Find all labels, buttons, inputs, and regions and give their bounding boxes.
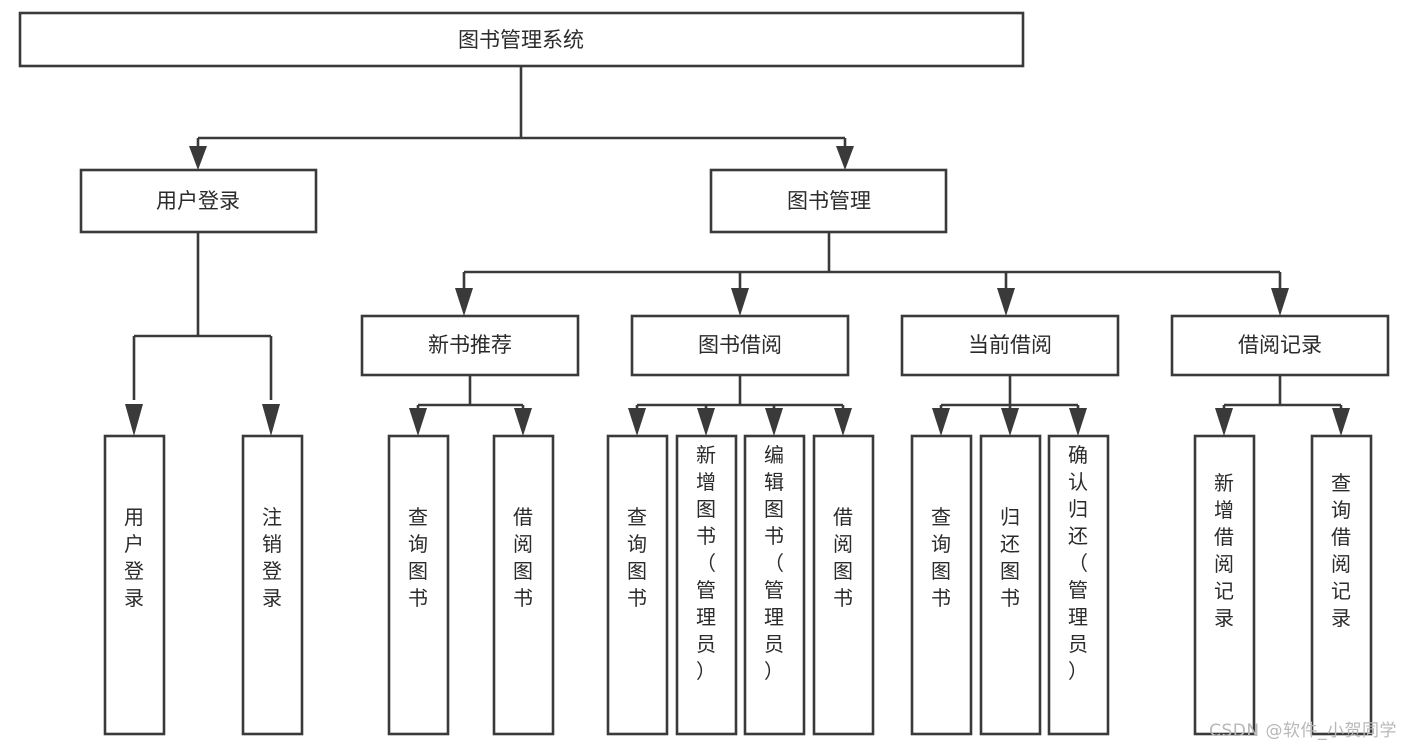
connector-borrowrecord-to-leaves [1215,375,1350,436]
node-book-borrow-label: 图书借阅 [698,333,782,357]
connector-userlogin-to-leaves [125,232,280,436]
node-user-login[interactable]: 用户登录 [79,168,318,234]
node-leaf-return-book-label: 归还图书 [1000,505,1020,610]
node-leaf-borrow-book-1[interactable]: 借阅图书 [492,434,555,736]
node-leaf-query-book-2-label: 查询图书 [627,505,647,610]
node-new-book-recommend[interactable]: 新书推荐 [360,314,580,377]
node-leaf-edit-book-label: 编辑图书（管理员） [764,443,784,683]
node-leaf-add-book[interactable]: 新增图书（管理员） [675,434,738,736]
connector-bookmanage-to-level3 [455,232,1289,316]
node-leaf-add-book-label: 新增图书（管理员） [696,443,716,683]
node-book-manage-label: 图书管理 [787,189,871,213]
node-leaf-borrow-book-2-label: 借阅图书 [833,505,853,610]
node-leaf-return-book[interactable]: 归还图书 [979,434,1042,736]
node-leaf-user-login-label: 用户登录 [124,505,144,610]
node-leaf-query-book-3[interactable]: 查询图书 [910,434,973,736]
node-leaf-query-record-label: 查询借阅记录 [1331,471,1351,630]
node-leaf-logout-label: 注销登录 [262,505,282,610]
connector-root-to-level2 [189,66,854,170]
node-leaf-query-record[interactable]: 查询借阅记录 [1310,434,1373,736]
connector-currentborrow-to-leaves [932,375,1087,436]
node-leaf-edit-book[interactable]: 编辑图书（管理员） [743,434,806,736]
node-borrow-record[interactable]: 借阅记录 [1170,314,1390,377]
node-root[interactable]: 图书管理系统 [18,11,1025,68]
node-leaf-logout[interactable]: 注销登录 [241,434,304,736]
node-leaf-user-login[interactable]: 用户登录 [103,434,166,736]
node-leaf-query-book-1-label: 查询图书 [408,505,428,610]
node-book-manage[interactable]: 图书管理 [709,168,948,234]
node-current-borrow[interactable]: 当前借阅 [900,314,1120,377]
node-user-login-label: 用户登录 [156,189,240,213]
node-book-borrow[interactable]: 图书借阅 [630,314,850,377]
connector-bookborrow-to-leaves [628,375,852,436]
node-leaf-query-book-3-label: 查询图书 [931,505,951,610]
node-leaf-add-record-label: 新增借阅记录 [1214,471,1234,630]
node-leaf-borrow-book-2[interactable]: 借阅图书 [812,434,875,736]
arrow-to-book-manage [836,146,854,170]
node-root-label: 图书管理系统 [458,28,584,52]
node-leaf-borrow-book-1-label: 借阅图书 [513,505,533,610]
node-new-book-recommend-label: 新书推荐 [428,333,512,357]
arrow-to-user-login [189,146,207,170]
node-leaf-query-book-2[interactable]: 查询图书 [606,434,669,736]
node-leaf-confirm-return-label: 确认归还（管理员） [1068,443,1088,683]
connector-newbook-to-leaves [409,375,532,436]
node-leaf-confirm-return[interactable]: 确认归还（管理员） [1047,434,1110,736]
node-leaf-add-record[interactable]: 新增借阅记录 [1193,434,1256,736]
node-leaf-query-book-1[interactable]: 查询图书 [387,434,450,736]
node-borrow-record-label: 借阅记录 [1238,333,1322,357]
node-current-borrow-label: 当前借阅 [968,333,1052,357]
